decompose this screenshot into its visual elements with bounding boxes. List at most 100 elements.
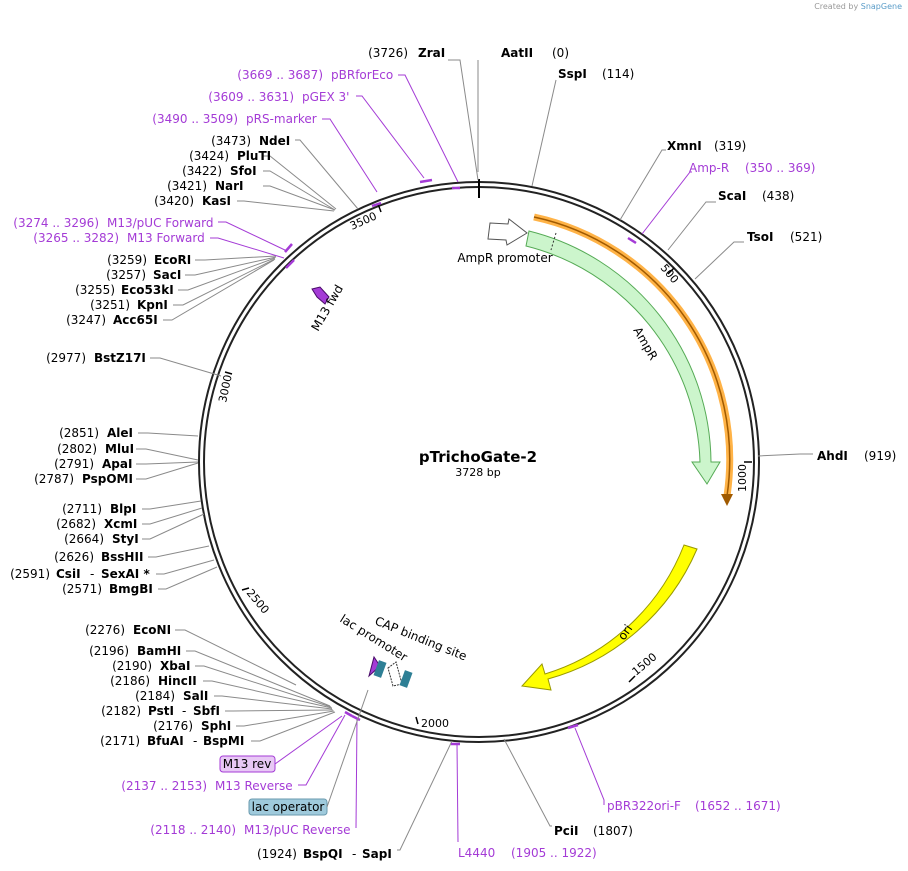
enzyme-tsoi-pos: (521) — [790, 230, 822, 244]
enzyme-ahdi-name: AhdI — [817, 449, 848, 463]
plasmid-name: pTrichoGate-2 — [419, 448, 537, 466]
primer-m13-forward-name: M13 Forward — [127, 231, 205, 245]
enzyme-blpi-pos: (2711) — [62, 502, 102, 516]
enzyme-zrai-pos: (3726) — [368, 46, 408, 60]
enzyme-pcii-name: PciI — [554, 824, 579, 838]
enzyme-sphi-name: SphI — [201, 719, 231, 733]
enzyme-econi-name: EcoNI — [133, 623, 171, 637]
credit-brand: SnapGene — [860, 2, 902, 11]
enzyme-csii: (2591) CsiI - SexAI * — [10, 567, 150, 581]
ampr-promoter-junction — [550, 232, 557, 251]
lac-operator-badge-label: lac operator — [252, 800, 325, 814]
enzyme-bspqi-name: BspQI — [303, 847, 343, 861]
enzyme-tsoi-name: TsoI — [747, 230, 773, 244]
enzyme-hincii: (2186) HincII — [110, 674, 197, 688]
enzyme-mlui-pos: (2802) — [57, 442, 97, 456]
snapgene-credit: Created by SnapGene — [814, 2, 902, 11]
enzyme-xmni-name: XmnI — [667, 139, 702, 153]
enzyme-sapi-name: SapI — [362, 847, 392, 861]
enzyme-saci: (3257) SacI — [106, 268, 181, 282]
enzyme-pluti: (3424) PluTI — [189, 149, 271, 163]
enzyme-psti: (2182) PstI - SbfI — [101, 704, 220, 718]
enzyme-xcmi-pos: (2682) — [56, 517, 96, 531]
enzyme-aatii: AatII (0) — [501, 46, 569, 60]
tick-2000: 2000 — [421, 717, 449, 730]
enzyme-xcmi-name: XcmI — [104, 517, 137, 531]
enzyme-bmgbi-name: BmgBI — [109, 582, 153, 596]
lac-promoter-arrow — [387, 661, 403, 687]
primer-m13-puc-reverse-range: (2118 .. 2140) — [150, 823, 236, 837]
m13-fwd-arrow — [311, 286, 330, 305]
enzyme-kasi: (3420) KasI — [154, 194, 231, 208]
enzyme-tsoi: TsoI (521) — [747, 230, 822, 244]
primer-prs-marker-range: (3490 .. 3509) — [152, 112, 238, 126]
ori-arrow — [520, 544, 698, 691]
enzyme-alei-name: AleI — [107, 426, 133, 440]
enzyme-econi-pos: (2276) — [85, 623, 125, 637]
enzyme-bstz17i-name: BstZ17I — [94, 351, 146, 365]
ampr-promoter-arrow — [487, 218, 528, 246]
primer-m13-forward-range: (3265 .. 3282) — [33, 231, 119, 245]
enzyme-csii-name: CsiI — [56, 567, 81, 581]
enzyme-apai-pos: (2791) — [54, 457, 94, 471]
enzyme-pcii: PciI (1807) — [554, 824, 633, 838]
primer-pgex3-range: (3609 .. 3631) — [208, 90, 294, 104]
enzyme-sspi: SspI (114) — [558, 67, 634, 81]
primer-pbr322ori-f: pBR322ori-F (1652 .. 1671) — [607, 799, 781, 813]
enzyme-bspqi-dash: - — [352, 847, 356, 861]
enzyme-bamhi-name: BamHI — [137, 644, 181, 658]
m13-rev-connector — [274, 715, 343, 765]
enzyme-connectors — [136, 59, 813, 851]
enzyme-blpi-name: BlpI — [110, 502, 136, 516]
enzyme-acc65i: (3247) Acc65I — [66, 313, 158, 327]
enzyme-sfoi-name: SfoI — [230, 164, 257, 178]
primer-pbr322ori-f-name: pBR322ori-F — [607, 799, 681, 813]
primer-connectors — [210, 74, 692, 843]
enzyme-kpni-pos: (3251) — [90, 298, 130, 312]
enzyme-saci-pos: (3257) — [106, 268, 146, 282]
enzyme-pluti-name: PluTI — [237, 149, 271, 163]
primer-amp-r-name: Amp-R — [689, 161, 729, 175]
enzyme-ndei: (3473) NdeI — [211, 134, 290, 148]
tick-1000: 1000 — [736, 464, 749, 492]
enzyme-bfuai-pos: (2171) — [100, 734, 140, 748]
primer-m13-puc-forward-range: (3274 .. 3296) — [13, 216, 99, 230]
enzyme-ndei-pos: (3473) — [211, 134, 251, 148]
ampr-promoter-label: AmpR promoter — [457, 251, 552, 265]
primer-m13-reverse: (2137 .. 2153) M13 Reverse — [121, 779, 292, 793]
enzyme-scai-pos: (438) — [762, 189, 794, 203]
enzyme-psti-pos: (2182) — [101, 704, 141, 718]
enzyme-psti-dash: - — [182, 704, 186, 718]
enzyme-styi-pos: (2664) — [64, 532, 104, 546]
enzyme-sexai-name: SexAI * — [101, 567, 150, 581]
enzyme-alei-pos: (2851) — [59, 426, 99, 440]
primer-m13-reverse-name: M13 Reverse — [215, 779, 293, 793]
amp-r-primer-line — [533, 216, 731, 497]
lac-operator-badge: lac operator — [248, 798, 328, 816]
primer-pbrforeco-range: (3669 .. 3687) — [237, 68, 323, 82]
enzyme-nari-pos: (3421) — [167, 179, 207, 193]
enzyme-alei: (2851) AleI — [59, 426, 133, 440]
primer-pgex3-name: pGEX 3' — [302, 90, 349, 104]
enzyme-aatii-pos: (0) — [552, 46, 569, 60]
enzyme-bsshii: (2626) BssHII — [54, 550, 143, 564]
enzyme-bsshii-pos: (2626) — [54, 550, 94, 564]
enzyme-apai-name: ApaI — [102, 457, 132, 471]
enzyme-sspi-pos: (114) — [602, 67, 634, 81]
lac-operator-box — [373, 660, 387, 678]
enzyme-xbai: (2190) XbaI — [112, 659, 190, 673]
enzyme-econi: (2276) EcoNI — [85, 623, 171, 637]
enzyme-sfoi: (3422) SfoI — [182, 164, 256, 178]
enzyme-sphi: (2176) SphI — [153, 719, 231, 733]
enzyme-sali: (2184) SalI — [135, 689, 208, 703]
primer-m13-puc-reverse: (2118 .. 2140) M13/pUC Reverse — [150, 823, 350, 837]
enzyme-pspomi-name: PspOMI — [82, 472, 133, 486]
primer-l4440: L4440 (1905 .. 1922) — [458, 846, 597, 860]
enzyme-psti-name: PstI — [148, 704, 174, 718]
enzyme-ahdi-pos: (919) — [864, 449, 896, 463]
enzyme-bsshii-name: BssHII — [101, 550, 143, 564]
enzyme-bstz17i: (2977) BstZ17I — [46, 351, 146, 365]
primer-amp-r-range: (350 .. 369) — [745, 161, 815, 175]
enzyme-sphi-pos: (2176) — [153, 719, 193, 733]
